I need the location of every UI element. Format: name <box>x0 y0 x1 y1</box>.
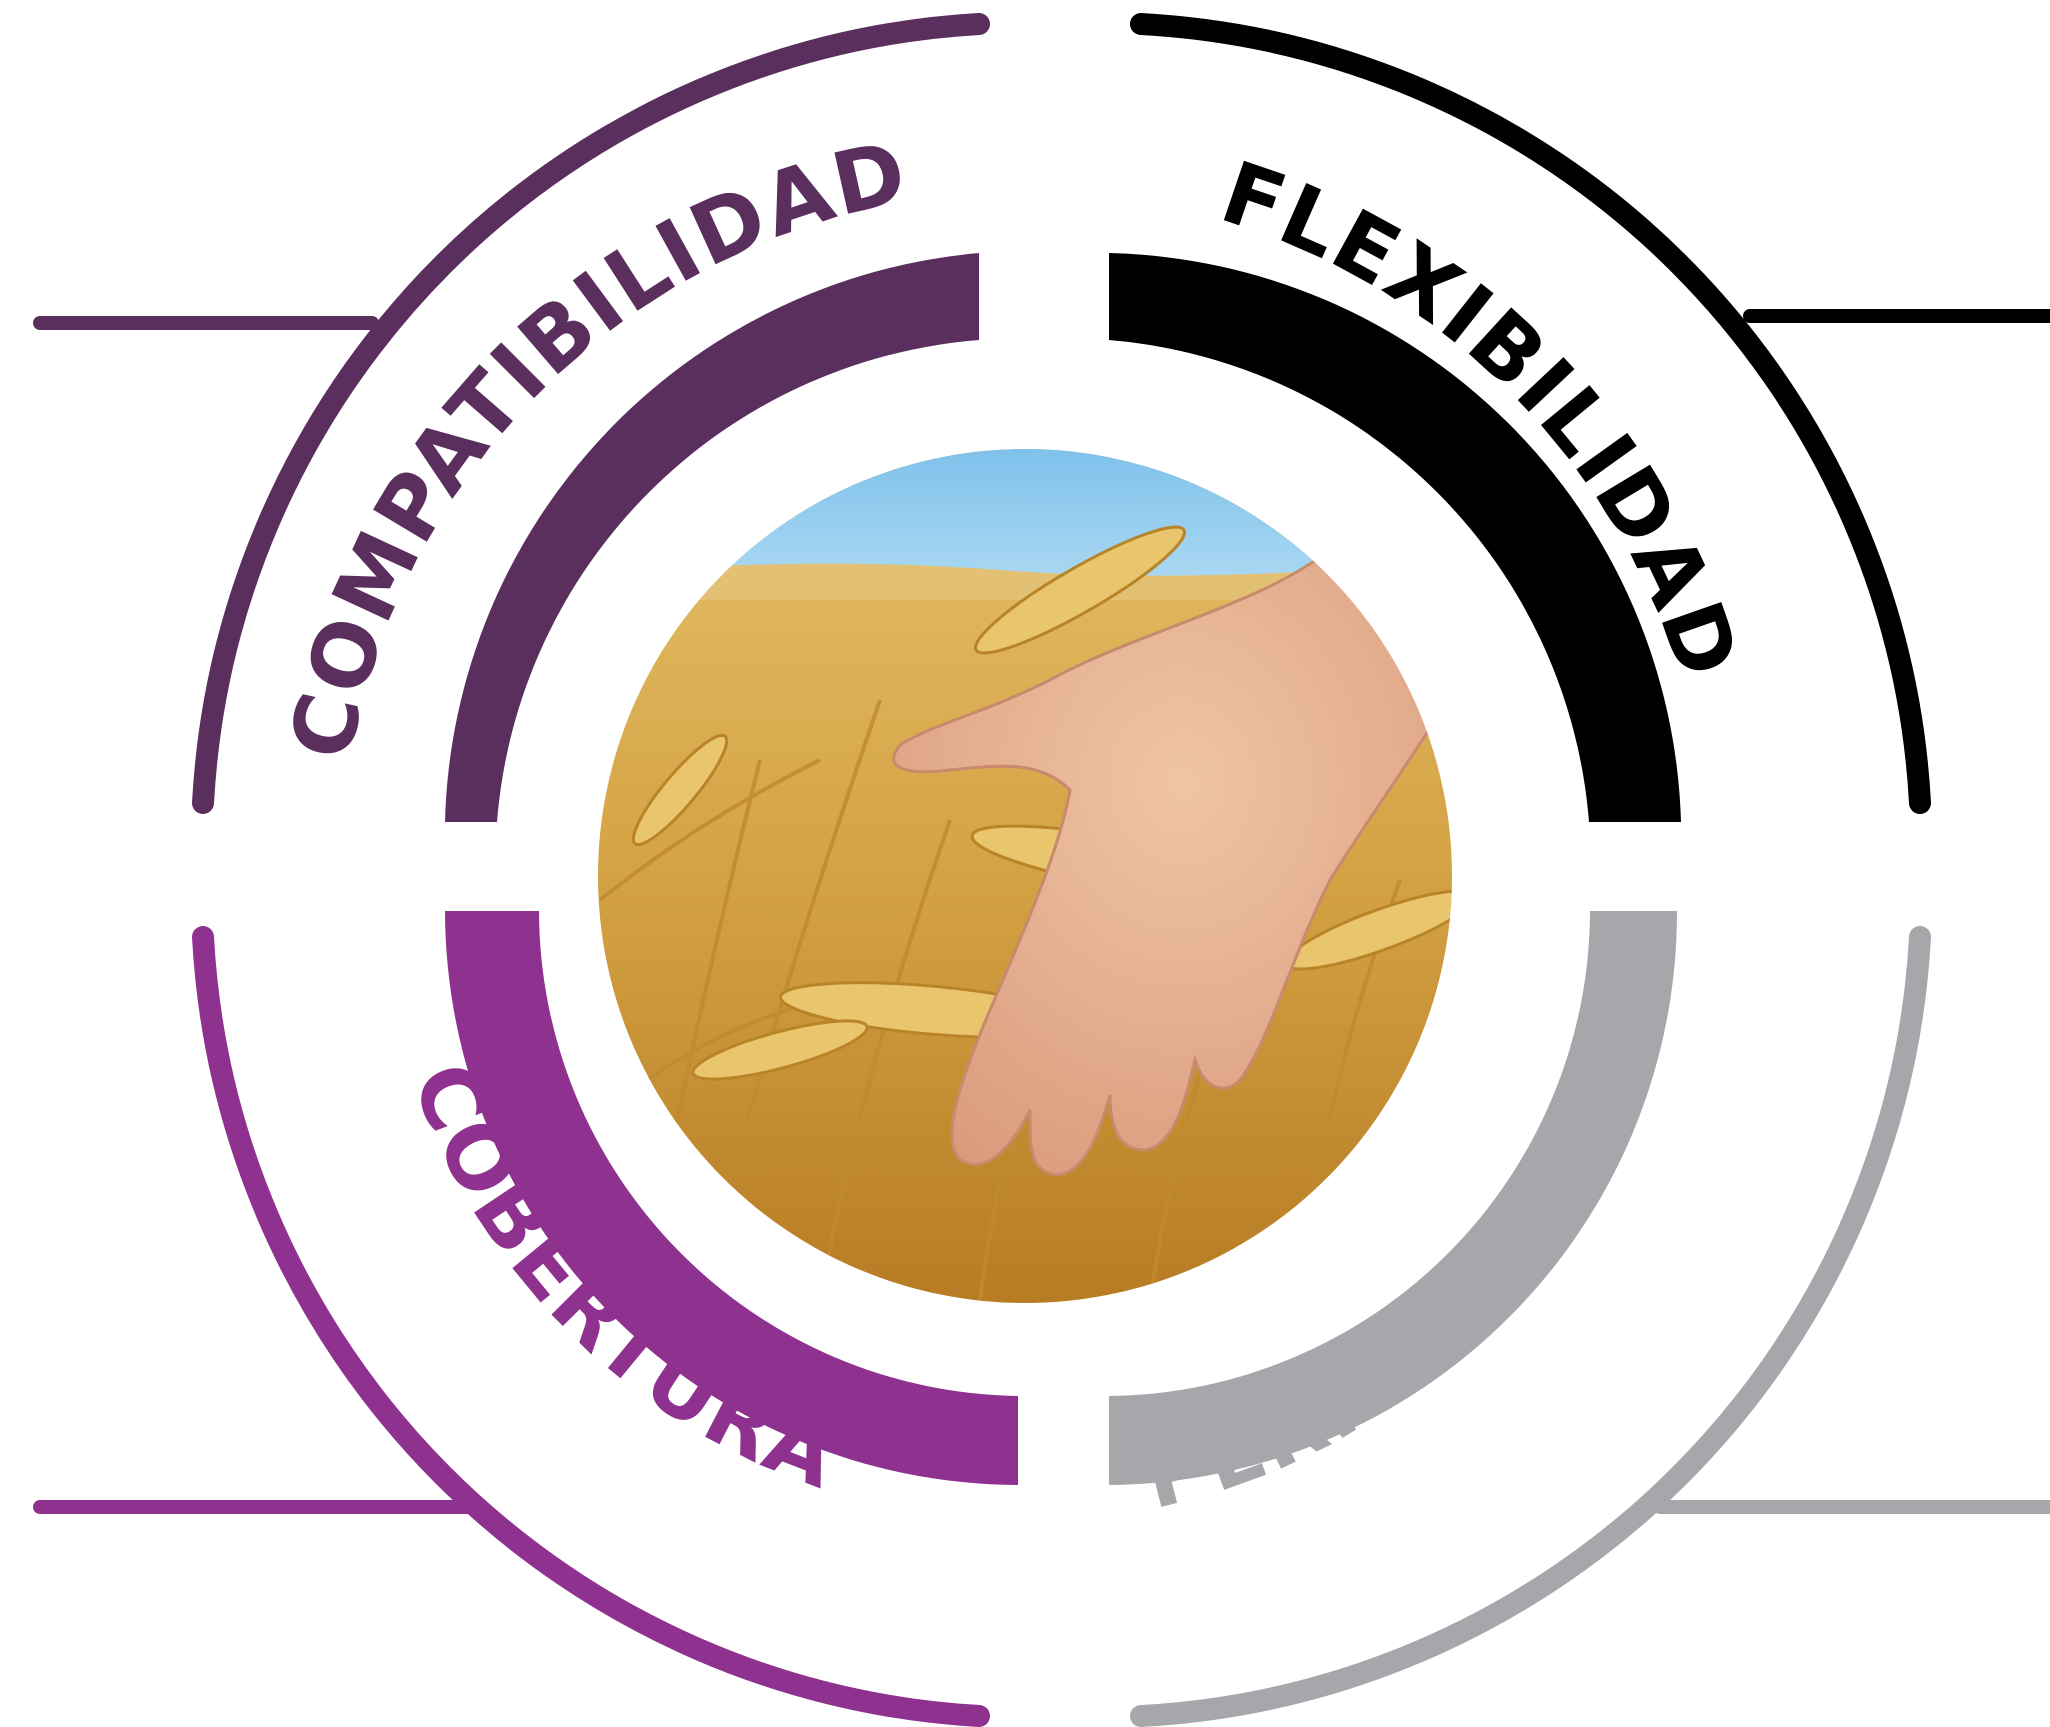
inner-band-top-left <box>445 253 979 822</box>
outer-arc-bottom-left <box>192 926 990 1727</box>
center-photo <box>598 449 1452 1303</box>
inner-band-top-right <box>1109 253 1681 822</box>
hand <box>892 518 1452 1177</box>
outer-arc-bottom-right <box>1130 926 1931 1727</box>
outer-arc-top-right <box>1130 13 1931 814</box>
outer-arc-top-left <box>192 13 990 814</box>
inner-band-bottom-left <box>445 911 1018 1485</box>
inner-band-bottom-right <box>1109 911 1678 1485</box>
